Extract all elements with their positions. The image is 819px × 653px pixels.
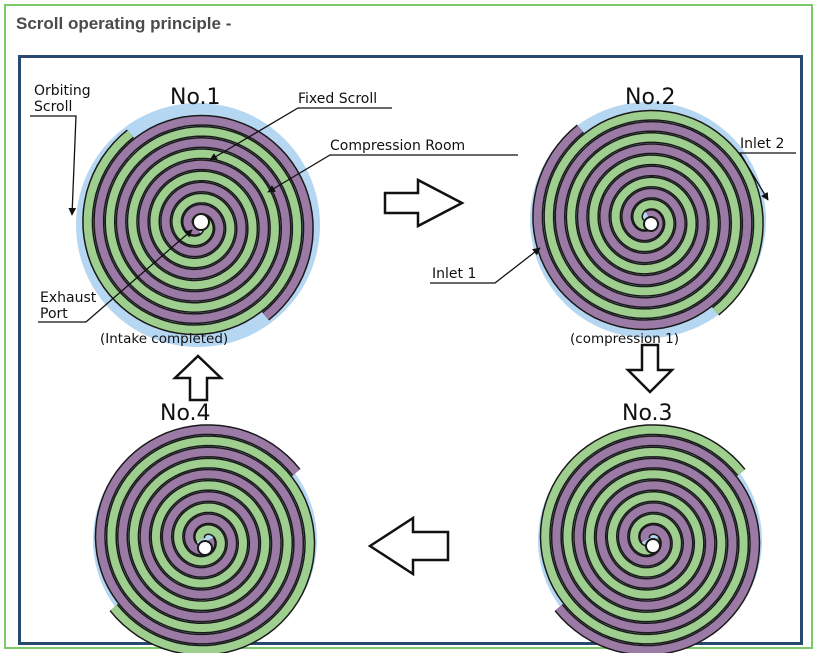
orbiting-scroll-band xyxy=(533,122,752,329)
flow-arrow-up-icon xyxy=(171,354,225,402)
fixed-scroll-band xyxy=(541,425,748,644)
orbiting-scroll-leader-line xyxy=(30,115,77,216)
orbiting-scroll-label-line1: Orbiting xyxy=(34,83,91,99)
exhaust-port-leader-line xyxy=(38,229,193,323)
orbiting-scroll-band xyxy=(96,425,303,644)
stage-2-caption: (compression 1) xyxy=(570,331,679,347)
exhaust-port-hole xyxy=(192,213,210,231)
fixed-scroll-label: Fixed Scroll xyxy=(298,91,377,107)
stage-3-title: No.3 xyxy=(622,401,673,426)
fixed-scroll-band xyxy=(107,436,314,653)
inlet-2-label: Inlet 2 xyxy=(740,136,784,152)
exhaust-port-hole xyxy=(643,216,659,232)
exhaust-port-hole xyxy=(645,538,661,554)
stage-1-caption: (Intake completed) xyxy=(100,331,228,347)
orbiting-scroll-band xyxy=(94,116,313,323)
stage-4-scroll-assembly xyxy=(93,424,317,653)
flow-arrow-right-icon xyxy=(383,177,465,229)
stage-4-title: No.4 xyxy=(160,401,211,426)
orbiting-scroll-band xyxy=(552,436,759,653)
fixed-scroll-band xyxy=(83,127,302,334)
page-heading: Scroll operating principle - xyxy=(16,14,232,33)
flow-arrow-down-icon xyxy=(624,343,676,394)
inlet-1-label: Inlet 1 xyxy=(432,266,476,282)
exhaust-port-hole xyxy=(197,540,213,556)
exhaust-port-label-line2: Port xyxy=(40,306,68,322)
stage-1-title: No.1 xyxy=(170,85,221,110)
inlet-1-leader-line xyxy=(430,247,541,284)
fixed-scroll-leader-line xyxy=(209,107,392,161)
stage-1-scroll-assembly xyxy=(76,103,320,347)
compression-room-leader-line xyxy=(267,154,518,193)
exhaust-port-label-line1: Exhaust xyxy=(40,290,97,306)
stage-2-scroll-assembly xyxy=(530,102,766,338)
stage-2-title: No.2 xyxy=(625,85,676,110)
fixed-scroll-band xyxy=(544,111,763,318)
orbiting-scroll-label-line2: Scroll xyxy=(34,99,72,115)
compression-room-label: Compression Room xyxy=(330,138,465,154)
stage-3-scroll-assembly xyxy=(538,424,762,653)
flow-arrow-left-icon xyxy=(367,515,450,577)
inlet-2-leader-line xyxy=(738,152,796,201)
